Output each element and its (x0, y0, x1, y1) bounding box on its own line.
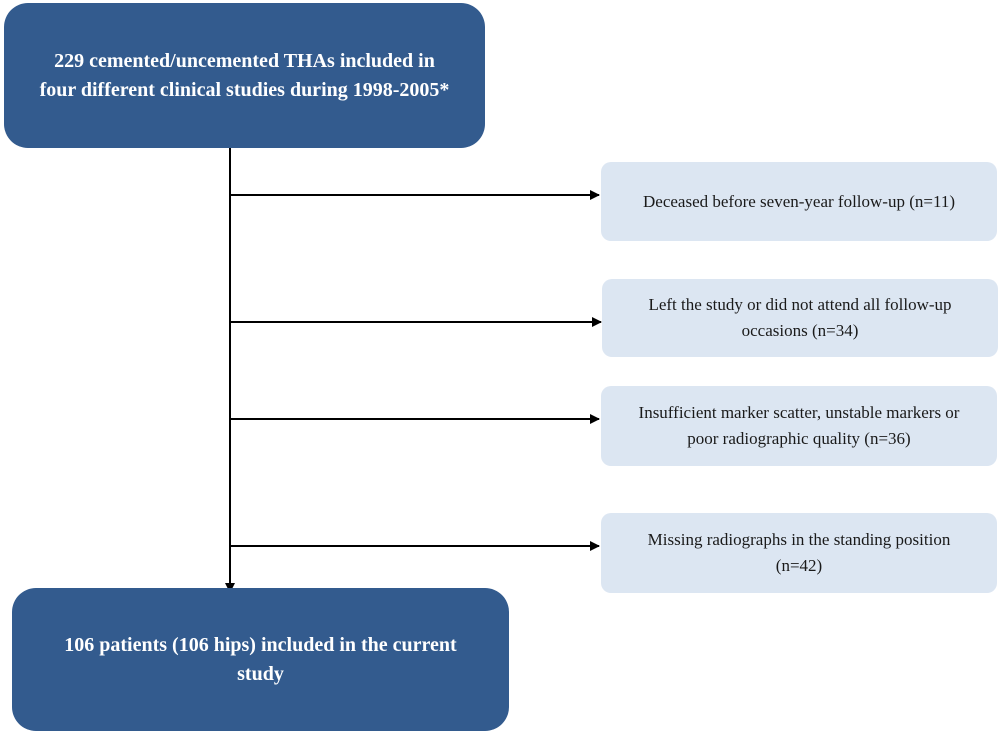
exclusion-box-left-study: Left the study or did not attend all fol… (602, 279, 998, 357)
end-box: 106 patients (106 hips) included in the … (12, 588, 509, 731)
exclusion-box-missing-radiographs: Missing radiographs in the standing posi… (601, 513, 997, 593)
end-box-line-1: 106 patients (106 hips) included in the … (64, 633, 457, 656)
exclusion-box-left-study-line-2: occasions (n=34) (741, 321, 859, 340)
exclusion-box-marker-quality-line-1: Insufficient marker scatter, unstable ma… (638, 403, 960, 422)
start-box: 229 cemented/uncemented THAs included in… (4, 3, 485, 148)
exclusion-box-deceased: Deceased before seven-year follow-up (n=… (601, 162, 997, 241)
start-box-line-2: four different clinical studies during 1… (39, 78, 450, 101)
exclusion-box-deceased-line-1: Deceased before seven-year follow-up (n=… (643, 191, 955, 211)
exclusion-box-missing-radiographs-line-2: (n=42) (775, 556, 823, 575)
exclusion-box-missing-radiographs-line-1: Missing radiographs in the standing posi… (647, 530, 951, 549)
exclusion-box-left-study-line-1: Left the study or did not attend all fol… (648, 295, 952, 314)
start-box-line-1: 229 cemented/uncemented THAs included in (54, 49, 435, 72)
exclusion-box-marker-quality-line-2: poor radiographic quality (n=36) (687, 429, 911, 448)
end-box-line-2: study (237, 662, 284, 685)
exclusion-box-marker-quality: Insufficient marker scatter, unstable ma… (601, 386, 997, 466)
